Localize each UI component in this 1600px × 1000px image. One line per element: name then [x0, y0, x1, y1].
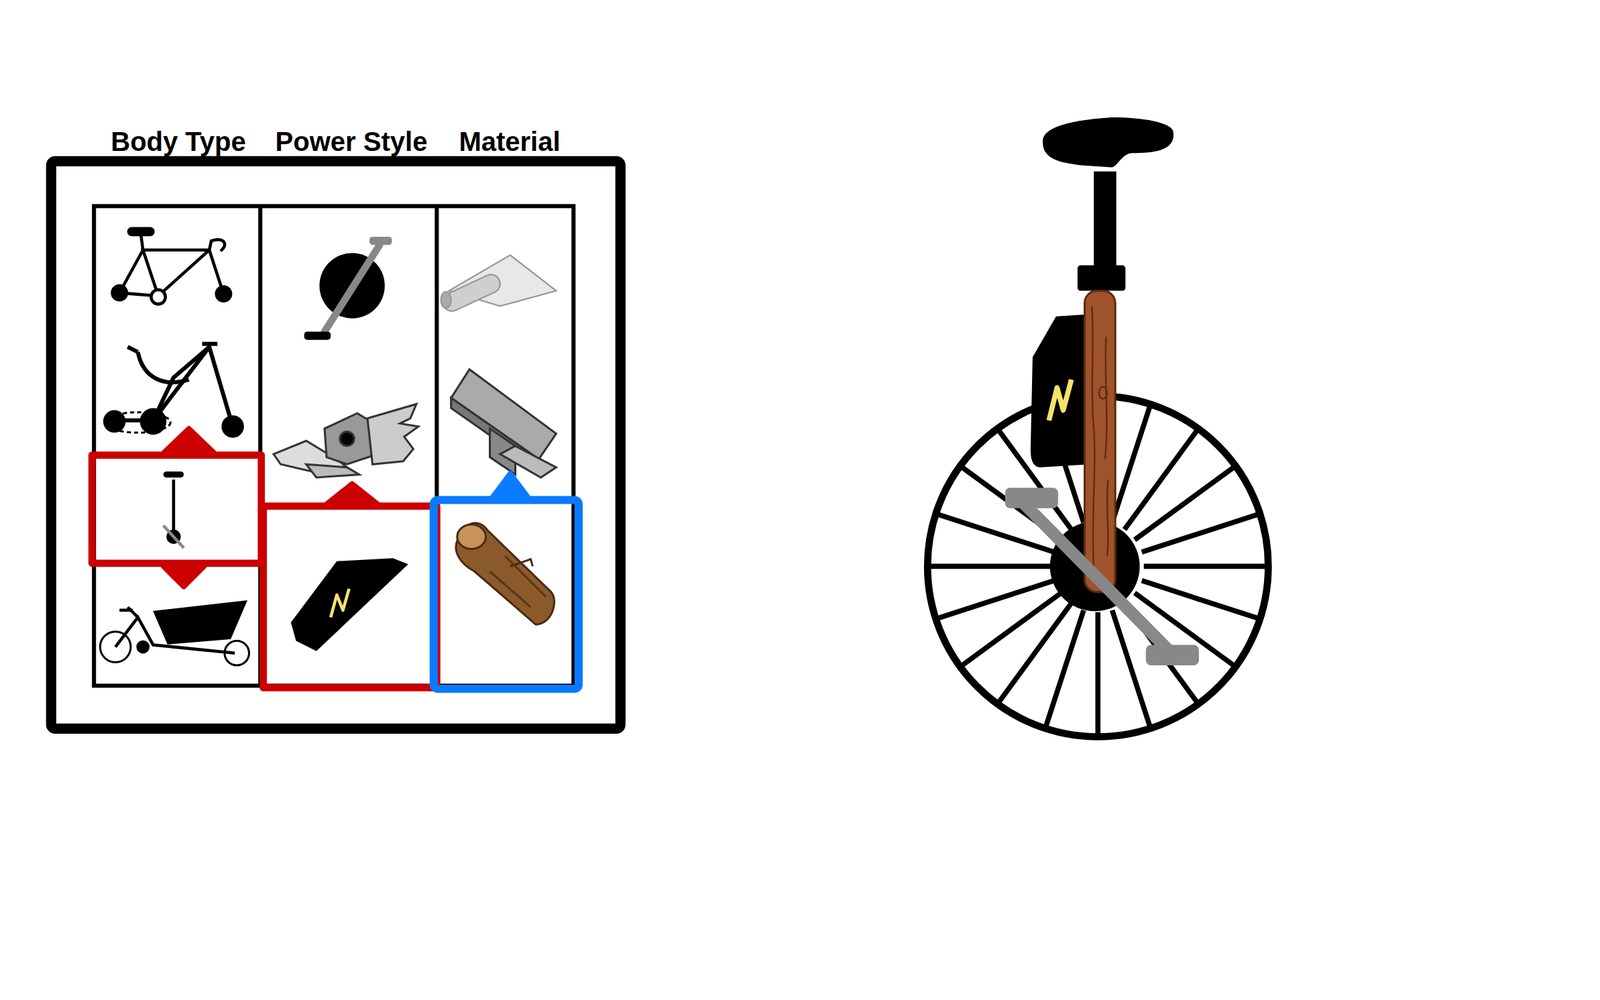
unicycle-illustration [927, 117, 1269, 737]
cargo-bike-icon [99, 602, 249, 666]
column-heading: Body Type [110, 128, 247, 155]
steel-icon [451, 369, 557, 478]
road-bike-icon [112, 228, 231, 305]
unicycle-icon [163, 471, 184, 548]
column-heading: Power Style [275, 128, 428, 155]
gear-motor-icon [273, 403, 419, 478]
column-heading: Material [458, 128, 560, 155]
pedal-crank-icon [304, 236, 393, 340]
option-grid [50, 160, 621, 729]
recumbent-bike-icon [105, 344, 243, 436]
selection-frame [91, 428, 579, 689]
battery-icon [291, 557, 409, 651]
wood-icon [455, 523, 555, 625]
aluminium-icon [439, 254, 556, 314]
